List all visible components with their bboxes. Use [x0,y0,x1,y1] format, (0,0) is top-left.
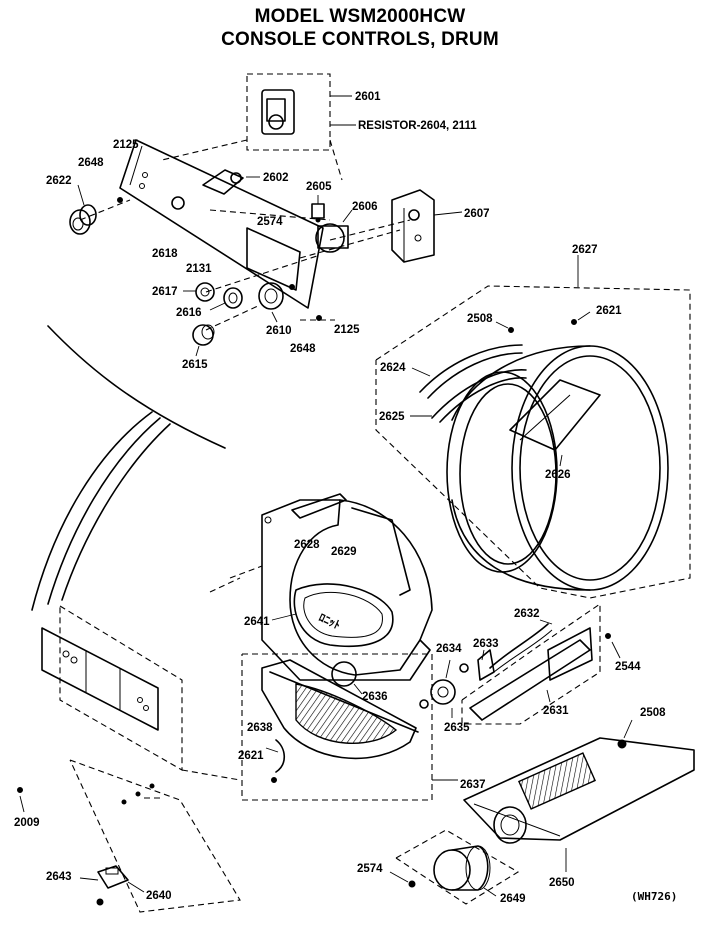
knob-2610 [258,282,284,323]
svg-text:ﾛﾆｯﾄ: ﾛﾆｯﾄ [317,611,342,632]
label-2629: 2629 [331,546,357,558]
label-diagram-code: (WH726) [631,890,677,903]
motor-2606 [311,195,353,253]
label-2632: 2632 [514,608,540,620]
cabinet-front-panel [17,605,241,913]
resistor-2601 [246,73,356,151]
screw-2648 [117,197,123,203]
cabinet-top-outline [31,325,226,611]
label-2618: 2618 [152,248,178,260]
label-2616: 2616 [176,307,202,319]
bulkhead-guide [229,565,263,579]
knob-2616 [209,287,243,311]
label-2641: 2641 [244,616,270,628]
label-2648-lower: 2648 [290,343,316,355]
label-2009: 2009 [14,817,40,829]
label-2638: 2638 [247,722,273,734]
label-2574-top: 2574 [257,216,283,228]
label-2125-lower: 2125 [334,324,360,336]
label-2508-top: 2508 [467,313,493,325]
label-2640: 2640 [146,890,172,902]
base-2650 [463,719,695,872]
label-2636: 2636 [362,691,388,703]
drum-assembly-2627 [375,255,691,599]
label-2622: 2622 [46,175,72,187]
knob-2617 [183,282,215,302]
diagram-title-section: CONSOLE CONTROLS, DRUM [221,29,499,50]
blower-2649 [389,829,520,905]
part-number-labels: 2601 RESISTOR-2604, 2111 2125 2648 2622 … [14,91,677,905]
console-guide-lines [79,139,411,331]
label-2621-lower: 2621 [238,750,264,762]
label-2631: 2631 [543,705,569,717]
label-2625: 2625 [379,411,405,423]
label-2131: 2131 [186,263,212,275]
label-2633: 2633 [473,638,499,650]
label-2615: 2615 [182,359,208,371]
screw-2574-top [315,217,321,223]
label-2650: 2650 [549,877,575,889]
label-2607: 2607 [464,208,490,220]
label-2617: 2617 [152,286,178,298]
label-2626: 2626 [545,469,571,481]
label-2648-top: 2648 [78,157,104,169]
label-2606: 2606 [352,201,378,213]
label-2628: 2628 [294,539,320,551]
diagram-title-model: MODEL WSM2000HCW [254,6,466,27]
label-2643: 2643 [46,871,72,883]
label-2621-top: 2621 [596,305,622,317]
label-2544: 2544 [615,661,641,673]
label-2601: 2601 [355,91,381,103]
label-2125-top: 2125 [113,139,139,151]
label-resistor-note: RESISTOR-2604, 2111 [358,120,477,132]
front-bulkhead-2628 [261,493,433,681]
label-2637: 2637 [460,779,486,791]
lint-filter-group-2637 [241,653,458,801]
magnet-2636 [331,661,357,687]
label-2605: 2605 [306,181,332,193]
timer-2607 [391,189,463,263]
label-2635: 2635 [444,722,470,734]
switch-2602 [202,169,260,195]
label-2508-lower: 2508 [640,707,666,719]
screw-2125 [316,315,322,321]
label-2574-lower: 2574 [357,863,383,875]
pulley-2635 [430,679,456,705]
label-2634: 2634 [436,643,462,655]
screw-2648-lower [289,284,295,290]
label-2602: 2602 [263,172,289,184]
knob-2615 [192,324,215,357]
label-2627: 2627 [572,244,598,256]
console-panel-2618 [119,139,324,309]
label-2610: 2610 [266,325,292,337]
label-2624: 2624 [380,362,406,374]
label-2649: 2649 [500,893,526,905]
idler-assembly-2631 [419,602,621,725]
knob-2622 [69,184,97,235]
